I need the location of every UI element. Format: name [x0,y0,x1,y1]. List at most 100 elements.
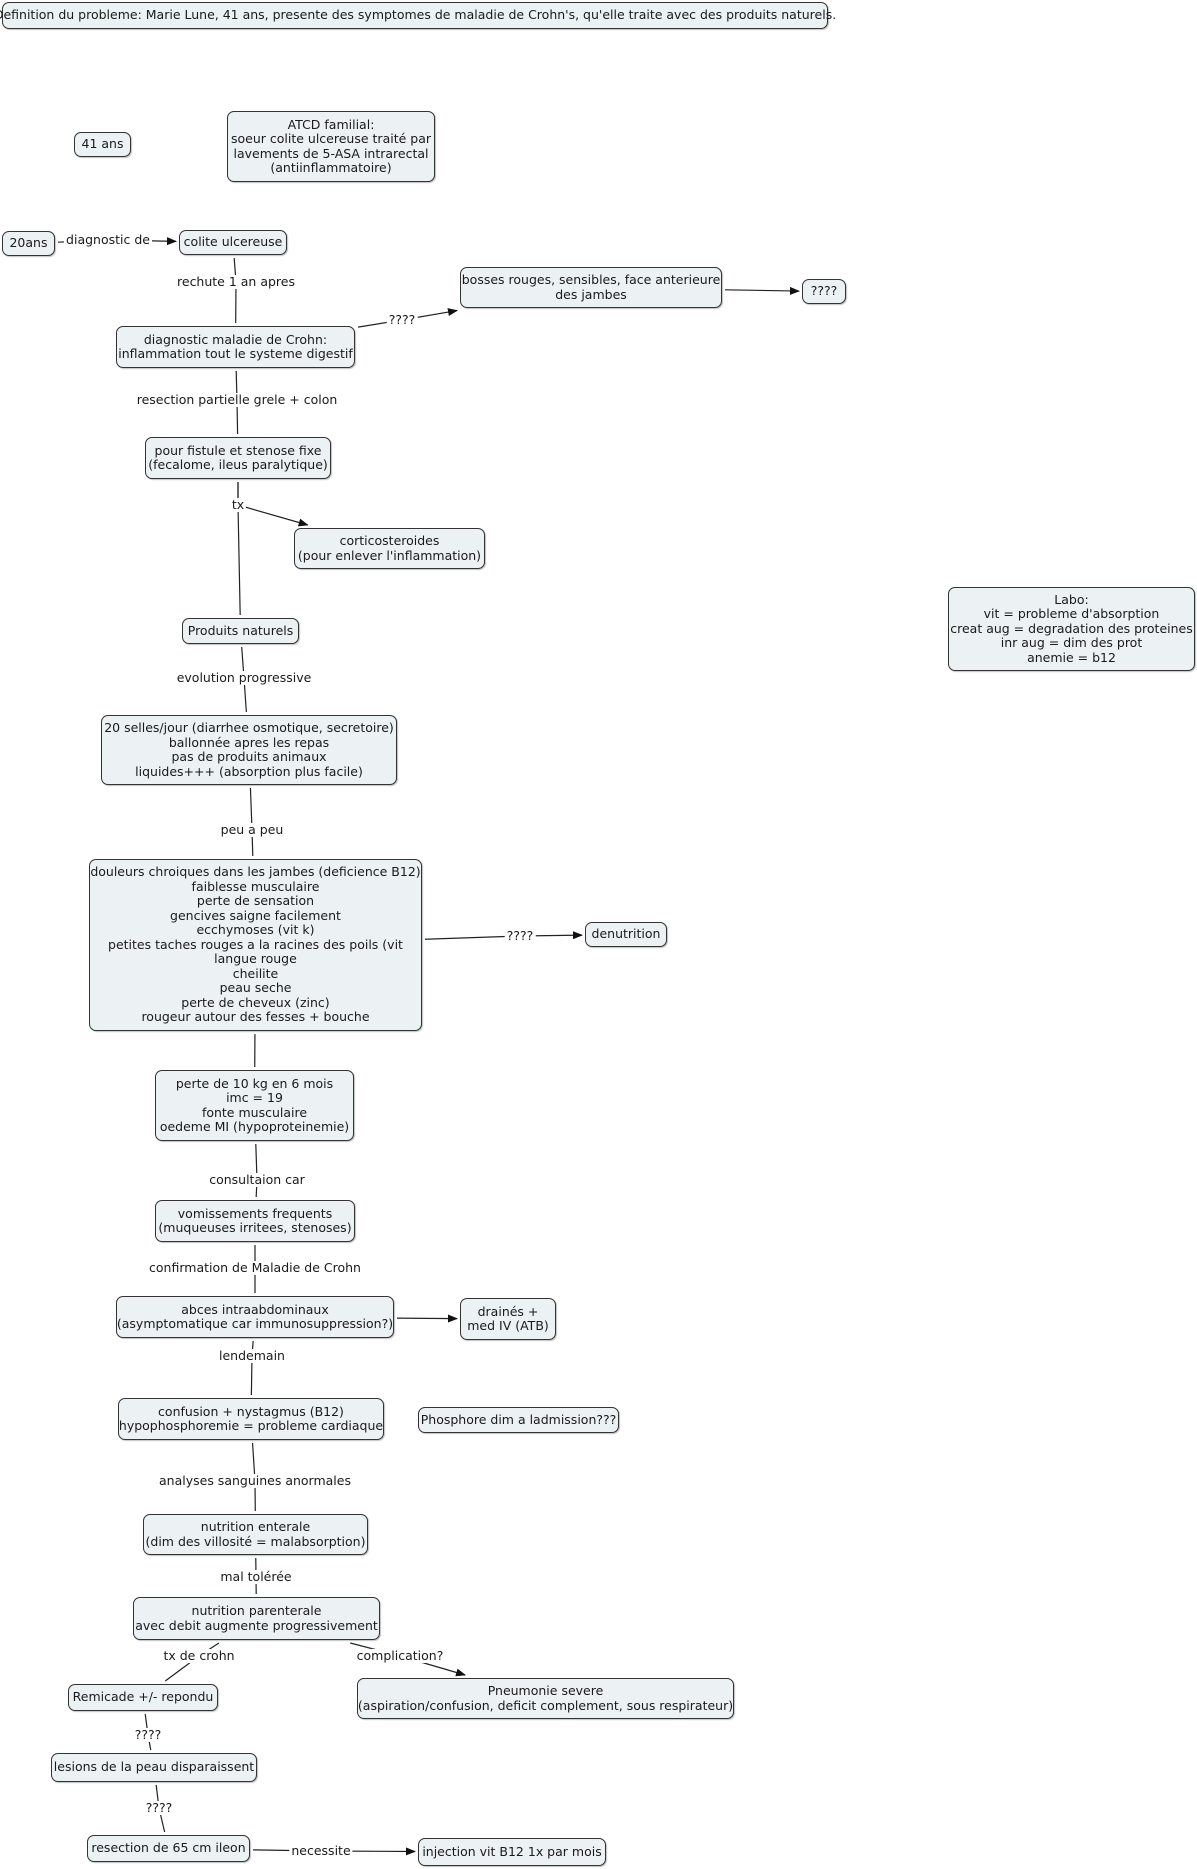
node-text-line: inr aug = dim des prot [1000,635,1143,651]
link-label: consultaion car [207,1172,307,1187]
connector-line [237,504,241,616]
link-label: peu a peu [218,822,286,837]
node-text-line: hypophosphoremie = probleme cardiaque [118,1418,384,1433]
link-label: ???? [143,1800,175,1815]
link-label: tx de crohn [161,1648,237,1663]
node-text-line: imc = 19 [226,1090,283,1105]
connector-arrow [724,286,800,295]
link-label: evolution progressive [174,670,314,685]
age-41-node[interactable]: 41 ans [74,132,131,157]
node-text-line: (aspiration/confusion, deficit complemen… [357,1697,734,1713]
link-label: confirmation de Maladie de Crohn [147,1260,363,1275]
node-text-line: Remicade +/- repondu [72,1689,214,1705]
node-text-line: Pneumonie severe [487,1683,604,1698]
link-label: ???? [132,1727,164,1742]
node-text-line: perte de 10 kg en 6 mois [175,1075,334,1091]
natural-products-node[interactable]: Produits naturels [182,618,299,644]
ileum-resection-node[interactable]: resection de 65 cm ileon [87,1835,250,1862]
link-label: tx [229,497,247,512]
node-text-line: gencives saigne facilement [170,907,341,923]
node-text-line: oedeme MI (hypoproteinemie) [159,1119,350,1134]
node-text-line: liquides+++ (absorption plus facile) [135,763,363,779]
b12-injection-node[interactable]: injection vit B12 1x par mois [418,1838,606,1866]
fistula-stenosis-node[interactable]: pour fistule et stenose fixe(fecalome, i… [145,437,331,479]
red-bumps-node[interactable]: bosses rouges, sensibles, face anterieur… [460,267,722,308]
ulcerative-colitis-node[interactable]: colite ulcereuse [179,230,287,255]
stool-symptoms-node[interactable]: 20 selles/jour (diarrhee osmotique, secr… [101,715,397,785]
node-text-line: fonte musculaire [201,1104,308,1120]
pneumonia-node[interactable]: Pneumonie severe(aspiration/confusion, d… [357,1678,734,1719]
node-text-line: ecchymoses (vit k) [196,922,315,938]
node-text-line: diagnostic maladie de Crohn: [143,331,328,347]
vomiting-node[interactable]: vomissements frequents(muqueuses irritee… [155,1200,355,1242]
link-label: lendemain [217,1348,287,1363]
node-text-line: anemie = b12 [1027,649,1116,665]
malnutrition-node[interactable]: denutrition [585,922,667,947]
node-text-line: creat aug = degradation des proteines [950,620,1193,636]
node-text-line: perte de sensation [196,893,315,909]
crohn-diagnosis-node[interactable]: diagnostic maladie de Crohn:inflammation… [116,326,355,368]
node-text-line: Definition du probleme: Marie Lune, 41 a… [0,7,837,23]
node-text-line: Phosphore dim a ladmission??? [420,1411,617,1427]
corticosteroids-node[interactable]: corticosteroides(pour enlever l'inflamma… [294,528,485,569]
node-text-line: vomissements frequents [177,1205,333,1221]
node-text-line: lavements de 5-ASA intrarectal [233,145,429,161]
link-label: complication? [354,1648,446,1663]
node-text-line: ATCD familial: [287,116,375,132]
connector-line [424,935,521,940]
node-text-line: lesions de la peau disparaissent [53,1759,255,1775]
remicade-node[interactable]: Remicade +/- repondu [68,1684,218,1711]
enteral-nutrition-node[interactable]: nutrition enterale(dim des villosité = m… [143,1514,368,1555]
link-label: analyses sanguines anormales [157,1473,353,1488]
link-label: mal tolérée [218,1569,294,1584]
node-text-line: nutrition enterale [200,1519,311,1534]
node-text-line: abces intraabdominaux [181,1301,329,1317]
node-text-line: (antiinflammatoire) [270,160,392,175]
age-20-node[interactable]: 20ans [2,231,55,256]
node-text-line: Produits naturels [187,622,294,638]
node-text-line: denutrition [591,926,661,942]
node-text-line: resection de 65 cm ileon [91,1840,246,1856]
abscess-node[interactable]: abces intraabdominaux(asymptomatique car… [116,1296,394,1338]
node-text-line: injection vit B12 1x par mois [422,1843,602,1859]
node-text-line: corticosteroides [339,533,440,548]
node-text-line: inflammation tout le systeme digestif [118,346,353,361]
phosphorus-note-node[interactable]: Phosphore dim a ladmission??? [418,1407,619,1433]
link-label: ???? [504,928,536,943]
node-text-line: (muqueuses irritees, stenoses) [158,1220,352,1235]
node-text-line: douleurs chroiques dans les jambes (defi… [90,864,421,880]
drainage-node[interactable]: drainés +med IV (ATB) [460,1298,556,1340]
node-text-line: perte de cheveux (zinc) [181,994,330,1010]
deficiency-symptoms-node[interactable]: douleurs chroiques dans les jambes (defi… [89,859,422,1031]
link-label: ???? [386,312,418,327]
confusion-node[interactable]: confusion + nystagmus (B12)hypophosphore… [118,1398,384,1440]
node-text-line: 41 ans [81,136,124,152]
link-label: rechute 1 an apres [175,274,297,289]
link-label: necessite [289,1843,353,1858]
node-text-line: 20ans [9,235,48,251]
node-text-line: med IV (ATB) [467,1318,549,1333]
skin-lesions-node[interactable]: lesions de la peau disparaissent [51,1753,257,1782]
node-text-line: ballonnée apres les repas [168,734,330,750]
node-text-line: vit = probleme d'absorption [983,606,1160,622]
node-text-line: Labo: [1054,591,1089,607]
node-text-line: (asymptomatique car immunosuppression?) [116,1316,394,1331]
connector-arrow [237,504,309,527]
link-label: resection partielle grele + colon [134,392,340,407]
family-history-node[interactable]: ATCD familial:soeur colite ulcereuse tra… [227,111,435,182]
node-text-line: avec debit augmente progressivement [135,1617,378,1633]
node-text-line: nutrition parenterale [191,1603,322,1618]
node-text-line: pas de produits animaux [171,749,327,764]
node-text-line: petites taches rouges a la racines des p… [108,936,403,952]
unknown-node[interactable]: ???? [802,279,846,304]
node-text-line: (dim des villosité = malabsorption) [145,1533,366,1549]
node-text-line: faiblesse musculaire [191,878,320,894]
problem-definition-node[interactable]: Definition du probleme: Marie Lune, 41 a… [0,2,836,29]
link-label: diagnostic de [64,232,152,247]
node-text-line: ???? [810,283,838,299]
node-text-line: cheilite [232,965,279,981]
node-text-line: langue rouge [214,951,297,967]
